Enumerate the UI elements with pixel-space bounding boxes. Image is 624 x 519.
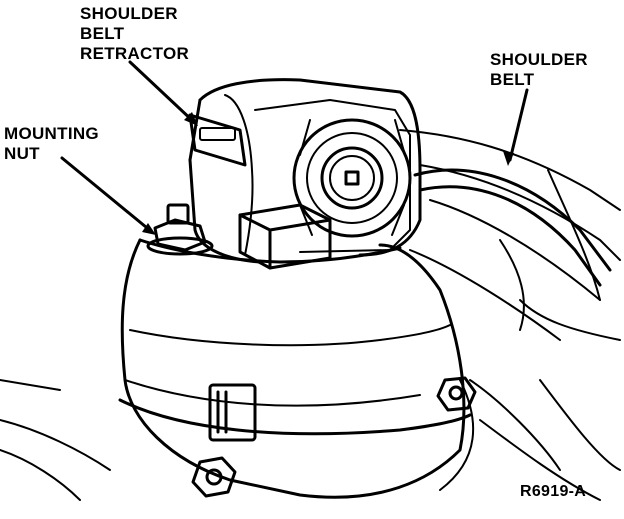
retractor-spool	[292, 118, 412, 238]
pillar-base	[118, 238, 475, 499]
nut-leader	[60, 156, 154, 234]
leader-lines	[60, 60, 529, 234]
label-belt-line1: SHOULDER	[490, 50, 588, 69]
shoulder-belt-strap	[413, 168, 612, 287]
label-nut-line2: NUT	[4, 144, 40, 163]
label-shoulder-belt-retractor: SHOULDER BELT RETRACTOR	[80, 4, 189, 64]
label-belt-line2: BELT	[490, 70, 535, 89]
retractor-connector	[238, 203, 332, 270]
retractor-leader	[128, 60, 197, 125]
label-retractor-line2: BELT	[80, 24, 125, 43]
label-nut-line1: MOUNTING	[4, 124, 99, 143]
label-retractor-line1: SHOULDER	[80, 4, 178, 23]
retractor-bracket	[188, 113, 247, 167]
pillar-slot	[208, 383, 257, 442]
leader-arrowheads	[142, 112, 514, 235]
belt-leader	[508, 88, 529, 162]
label-mounting-nut: MOUNTING NUT	[4, 124, 99, 164]
lower-nut-right	[436, 376, 477, 412]
lower-nut-left	[191, 456, 237, 498]
retractor-housing	[188, 78, 422, 264]
label-retractor-line3: RETRACTOR	[80, 44, 190, 63]
figure-code: R6919-A	[520, 483, 587, 500]
interior-background	[0, 129, 621, 501]
mounting-nut	[146, 203, 214, 256]
label-shoulder-belt: SHOULDER BELT	[490, 50, 588, 90]
